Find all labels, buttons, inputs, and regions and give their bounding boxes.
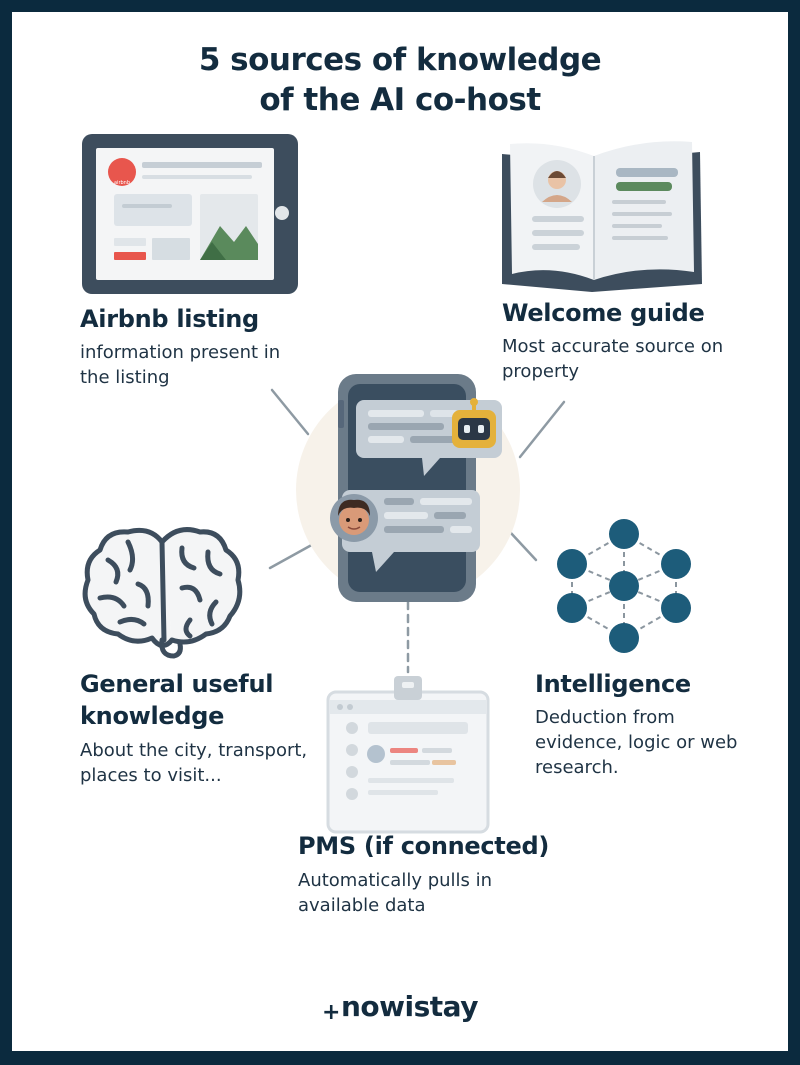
- connector-intelligence: [508, 530, 538, 562]
- desc-line: information present in: [80, 342, 281, 363]
- brand-name: nowistay: [340, 990, 478, 1023]
- tablet-listing-icon: airbnb: [82, 134, 298, 294]
- source-title-welcome-guide: Welcome guide: [502, 299, 705, 327]
- connector-brain: [268, 540, 319, 570]
- desc-line: evidence, logic or web: [535, 732, 738, 753]
- open-book-icon: [502, 141, 702, 292]
- user-avatar-icon: [330, 494, 378, 542]
- pms-clipboard-icon: [326, 676, 490, 834]
- brain-icon: [82, 527, 243, 659]
- source-desc-welcome-guide: Most accurate source on property: [502, 334, 723, 384]
- source-desc-airbnb-listing: information present in the listing: [80, 340, 280, 390]
- listing-logo-text: airbnb: [114, 180, 130, 186]
- source-desc-intelligence: Deduction from evidence, logic or web re…: [535, 705, 737, 780]
- source-desc-pms: Automatically pulls in available data: [298, 868, 492, 918]
- connector-lines: [268, 388, 566, 674]
- connector-guide: [518, 400, 566, 459]
- brand-logo: +nowistay: [12, 990, 788, 1025]
- page-title: 5 sources of knowledge of the AI co-host: [12, 40, 788, 120]
- source-desc-general-knowledge: About the city, transport, places to vis…: [80, 738, 307, 788]
- desc-line: Deduction from: [535, 707, 675, 728]
- desc-line: places to visit...: [80, 765, 222, 786]
- title-line: General useful: [80, 670, 274, 698]
- source-title-airbnb-listing: Airbnb listing: [80, 305, 259, 333]
- desc-line: the listing: [80, 367, 170, 388]
- source-title-pms: PMS (if connected): [298, 832, 549, 860]
- user-message-bubble: [342, 490, 480, 572]
- desc-line: research.: [535, 757, 619, 778]
- network-graph-icon: [557, 519, 691, 653]
- desc-line: property: [502, 361, 580, 382]
- desc-line: Most accurate source on: [502, 336, 724, 357]
- illustrations: airbnb: [82, 134, 702, 834]
- connector-listing: [270, 388, 310, 436]
- chat-phone-icon: [296, 374, 520, 602]
- title-line-1: 5 sources of knowledge: [198, 42, 602, 78]
- desc-line: Automatically pulls in: [298, 870, 493, 891]
- source-title-general-knowledge: General useful knowledge: [80, 668, 273, 732]
- infographic-card: 5 sources of knowledge of the AI co-host…: [12, 12, 788, 1051]
- source-title-intelligence: Intelligence: [535, 670, 691, 698]
- brand-plus-icon: +: [322, 1000, 340, 1025]
- title-line-2: of the AI co-host: [259, 82, 541, 118]
- desc-line: About the city, transport,: [80, 740, 308, 761]
- title-line: knowledge: [80, 702, 225, 730]
- robot-avatar-icon: [452, 398, 496, 448]
- desc-line: available data: [298, 895, 426, 916]
